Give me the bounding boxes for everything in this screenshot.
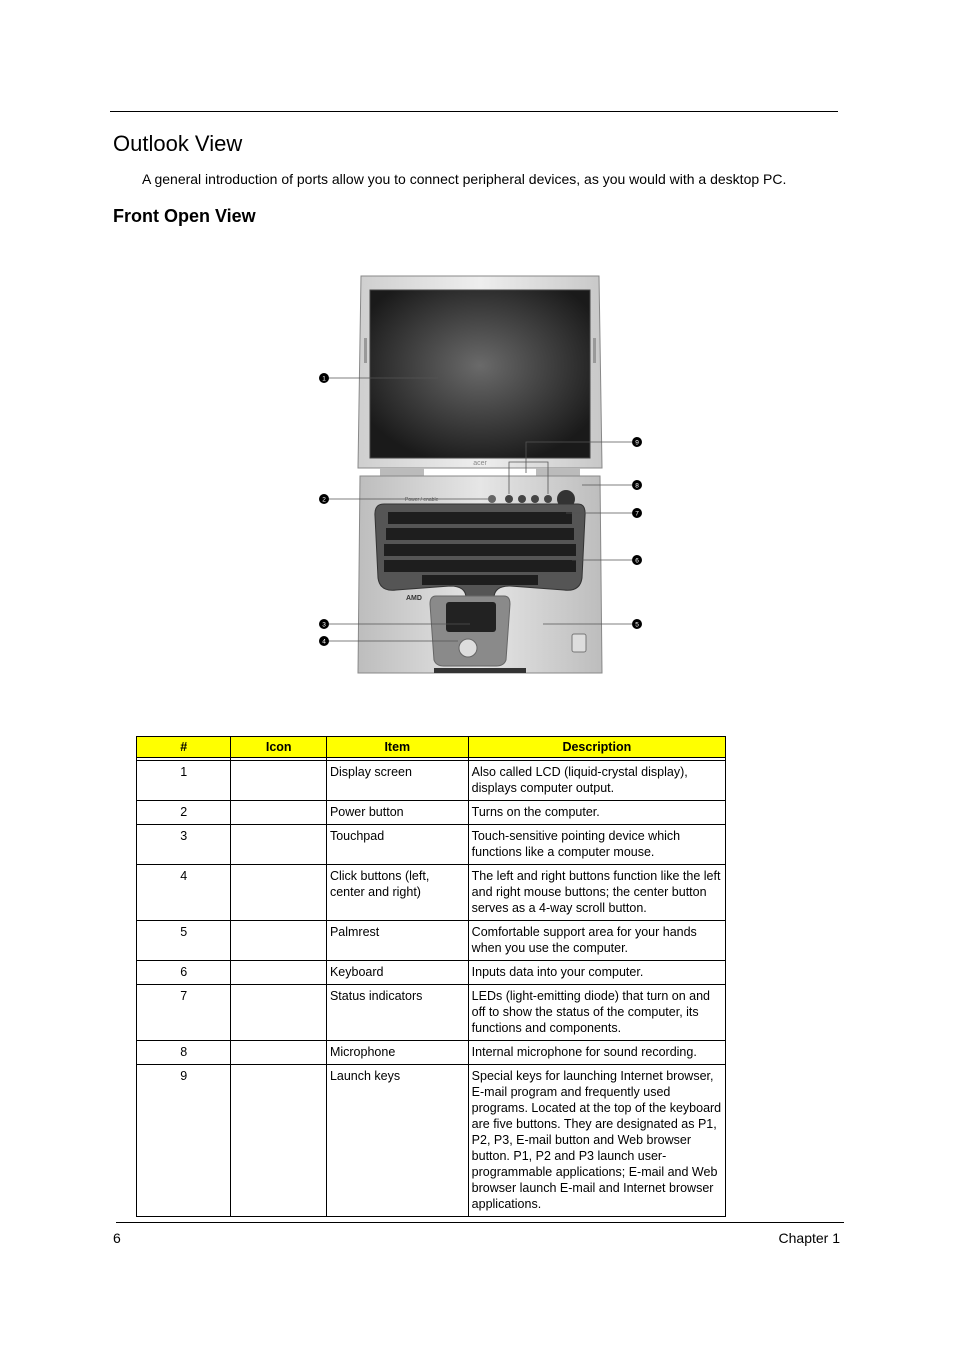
row-item: Microphone: [325, 1040, 469, 1065]
items-table: # Icon Item Description 1 Display screen…: [135, 736, 727, 1217]
launch-key-graphic: [518, 495, 526, 503]
callout-2: 2: [319, 494, 329, 504]
row-description: Comfortable support area for your hands …: [467, 920, 727, 961]
row-item: Click buttons (left, center and right): [325, 864, 469, 921]
callout-9: 9: [632, 437, 642, 447]
svg-text:7: 7: [635, 511, 639, 518]
row-item: Keyboard: [325, 960, 469, 985]
page-title: Outlook View: [113, 131, 243, 156]
svg-text:1: 1: [322, 376, 326, 383]
left-hinge: [380, 468, 424, 476]
row-icon: [230, 760, 327, 801]
table-row: 9 Launch keys Special keys for launching…: [135, 1064, 727, 1217]
page-number: 6: [113, 1230, 121, 1246]
row-number: 1: [135, 760, 232, 801]
click-buttons-graphic: [458, 638, 478, 658]
launch-key-graphic: [544, 495, 552, 503]
row-icon: [230, 960, 327, 985]
row-number: 5: [135, 920, 232, 961]
callout-5: 5: [632, 619, 642, 629]
row-item: Launch keys: [325, 1064, 469, 1217]
svg-text:3: 3: [322, 622, 326, 629]
svg-text:4: 4: [322, 639, 326, 646]
svg-text:acer: acer: [473, 460, 487, 467]
table-row: 2 Power button Turns on the computer.: [135, 800, 727, 825]
intro-paragraph: A general introduction of ports allow yo…: [142, 171, 787, 187]
svg-text:AMD: AMD: [406, 595, 422, 602]
row-icon: [230, 864, 327, 921]
row-item: Touchpad: [325, 824, 469, 865]
callout-4: 4: [319, 636, 329, 646]
row-description: Turns on the computer.: [467, 800, 727, 825]
table-row: 1 Display screen Also called LCD (liquid…: [135, 760, 727, 801]
row-item: Display screen: [325, 760, 469, 801]
row-description: LEDs (light-emitting diode) that turn on…: [467, 984, 727, 1041]
logo-badge: [571, 633, 587, 653]
svg-text:8: 8: [635, 483, 639, 490]
svg-text:9: 9: [635, 440, 639, 447]
callout-8: 8: [632, 480, 642, 490]
row-description: The left and right buttons function like…: [467, 864, 727, 921]
row-icon: [230, 824, 327, 865]
header-item: Item: [325, 736, 469, 758]
display-lid: acer: [357, 275, 603, 469]
table-row: 8 Microphone Internal microphone for sou…: [135, 1040, 727, 1065]
header-number: #: [135, 736, 232, 758]
row-item: Status indicators: [325, 984, 469, 1041]
header-description: Description: [467, 736, 727, 758]
power-button-graphic: [488, 495, 496, 503]
row-icon: [230, 1040, 327, 1065]
callout-7: 7: [632, 508, 642, 518]
row-description: Touch-sensitive pointing device which fu…: [467, 824, 727, 865]
section-title: Front Open View: [113, 206, 256, 226]
table-row: 7 Status indicators LEDs (light-emitting…: [135, 984, 727, 1041]
row-item: Power button: [325, 800, 469, 825]
row-number: 9: [135, 1064, 232, 1217]
row-description: Also called LCD (liquid-crystal display)…: [467, 760, 727, 801]
table-row: 5 Palmrest Comfortable support area for …: [135, 920, 727, 961]
row-description: Inputs data into your computer.: [467, 960, 727, 985]
row-number: 2: [135, 800, 232, 825]
header-icon: Icon: [230, 736, 327, 758]
row-number: 4: [135, 864, 232, 921]
row-icon: [230, 984, 327, 1041]
chapter-label: Chapter 1: [778, 1230, 840, 1246]
row-icon: [230, 1064, 327, 1217]
row-number: 6: [135, 960, 232, 985]
launch-key-graphic: [505, 495, 513, 503]
row-icon: [230, 920, 327, 961]
table-header-row: # Icon Item Description: [135, 736, 727, 758]
footer-rule: [116, 1222, 844, 1223]
callout-1: 1: [319, 373, 329, 383]
laptop-figure: acer Power / enable AMD: [310, 268, 650, 680]
table-row: 4 Click buttons (left, center and right)…: [135, 864, 727, 921]
svg-text:6: 6: [635, 558, 639, 565]
laptop-base: Power / enable AMD: [357, 475, 603, 674]
top-rule: [110, 111, 838, 112]
svg-text:Power / enable: Power / enable: [405, 497, 439, 503]
right-hinge: [536, 468, 580, 476]
row-description: Internal microphone for sound recording.: [467, 1040, 727, 1065]
table-row: 6 Keyboard Inputs data into your compute…: [135, 960, 727, 985]
svg-text:2: 2: [322, 497, 326, 504]
row-description: Special keys for launching Internet brow…: [467, 1064, 727, 1217]
touchpad-graphic: [446, 602, 496, 632]
table-row: 3 Touchpad Touch-sensitive pointing devi…: [135, 824, 727, 865]
row-icon: [230, 800, 327, 825]
callout-3: 3: [319, 619, 329, 629]
row-number: 8: [135, 1040, 232, 1065]
callout-6: 6: [632, 555, 642, 565]
row-number: 7: [135, 984, 232, 1041]
table-spacer-row: [135, 757, 727, 761]
row-number: 3: [135, 824, 232, 865]
launch-key-graphic: [531, 495, 539, 503]
svg-text:5: 5: [635, 622, 639, 629]
row-item: Palmrest: [325, 920, 469, 961]
